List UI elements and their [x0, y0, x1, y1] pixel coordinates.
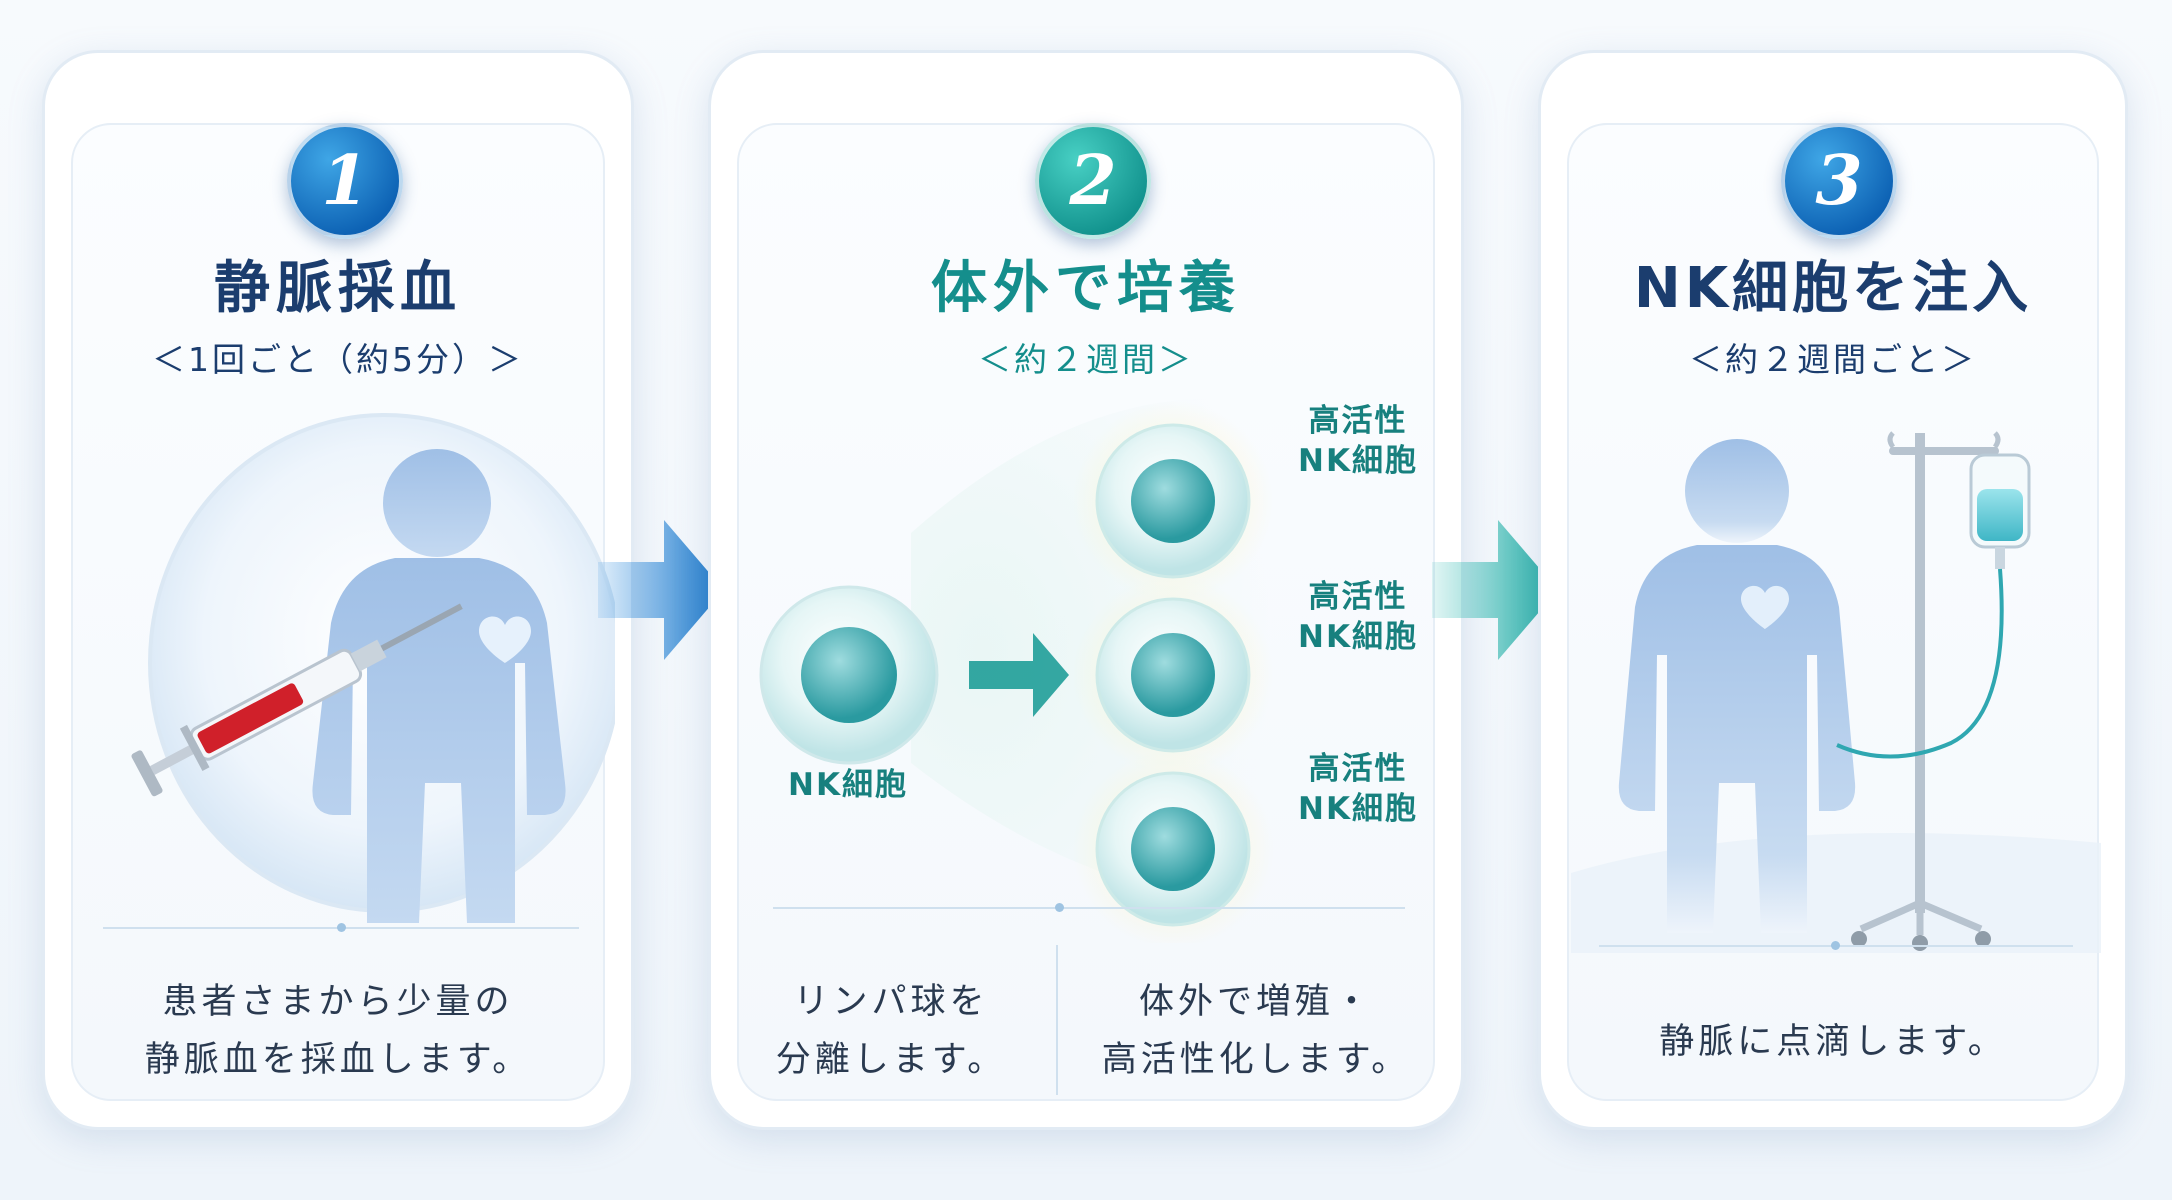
- heart-icon: [1741, 585, 1789, 629]
- step-1-description: 患者さまから少量の 静脈血を採血します。: [75, 973, 601, 1089]
- nk-cell-icon: [759, 585, 939, 765]
- step-2-description-left-line-2: 分離します。: [775, 1040, 1007, 1080]
- arrow-right-icon: [598, 520, 724, 660]
- activated-cell-label-2: 高活性 NK細胞: [1273, 577, 1443, 657]
- step-1-subtitle: ＜1回ごと（約5分）＞: [152, 340, 524, 379]
- activated-nk-cell-icon: [1073, 401, 1273, 601]
- step-1-divider-dot: [337, 923, 346, 932]
- step-1-card: 1 静脈採血 ＜1回ごと（約5分）＞: [42, 50, 634, 1130]
- iv-drip-stand-icon: [1836, 431, 2031, 951]
- activated-cell-label-3-line-1: 高活性: [1308, 751, 1408, 787]
- step-2-divider: [773, 907, 1405, 909]
- activated-nk-cell-icon: [1073, 575, 1273, 775]
- person-silhouette-icon: [1618, 439, 1856, 933]
- activated-cell-label-1-line-1: 高活性: [1308, 403, 1408, 439]
- step-1-description-line-1: 患者さまから少量の: [162, 982, 514, 1022]
- activated-nk-cell-icon: [1073, 749, 1273, 943]
- step-3-card: 3 NK細胞を注入 ＜約２週間ごと＞: [1538, 50, 2128, 1130]
- heart-icon: [479, 616, 531, 663]
- step-3-number: 3: [1815, 141, 1863, 221]
- step-2-description-right: 体外で増殖・ 高活性化します。: [1071, 973, 1441, 1089]
- step-3-description: 静脈に点滴します。: [1571, 1013, 2095, 1071]
- step-1-title: 静脈採血: [214, 256, 462, 321]
- syringe-icon: [131, 603, 463, 797]
- step-3-description-line-1: 静脈に点滴します。: [1659, 1022, 2007, 1062]
- nk-cell-label: NK細胞: [788, 767, 908, 803]
- step-2-card: 2 体外で培養 ＜約２週間＞: [708, 50, 1464, 1130]
- step-3-illustration: [1571, 431, 2101, 953]
- step-3-title: NK細胞を注入: [1633, 256, 2033, 321]
- step-2-column-divider: [1056, 945, 1058, 1095]
- step-2-description-right-line-1: 体外で増殖・: [1138, 982, 1373, 1022]
- arrow-right-icon: [969, 633, 1069, 717]
- activated-cell-label-3: 高活性 NK細胞: [1273, 749, 1443, 829]
- step-2-title: 体外で培養: [931, 256, 1241, 321]
- activated-cell-label-2-line-2: NK細胞: [1298, 619, 1418, 655]
- step-1-description-line-2: 静脈血を採血します。: [144, 1040, 532, 1080]
- step-2-subtitle: ＜約２週間＞: [978, 340, 1194, 379]
- wave-background: [1571, 833, 2101, 953]
- activated-cell-label-1-line-2: NK細胞: [1298, 443, 1418, 479]
- step-2-illustration: [759, 398, 1273, 943]
- arrow-right-icon: [1432, 520, 1558, 660]
- step-2-description-left-line-1: リンパ球を: [793, 982, 989, 1022]
- step-2-divider-dot: [1055, 903, 1064, 912]
- activated-cell-label-2-line-1: 高活性: [1308, 579, 1408, 615]
- step-2-description-left: リンパ球を 分離します。: [741, 973, 1041, 1089]
- step-3-badge: 3: [1781, 123, 1897, 239]
- step-1-badge: 1: [287, 123, 403, 239]
- activated-cell-label-1: 高活性 NK細胞: [1273, 401, 1443, 481]
- step-3-subtitle: ＜約２週間ごと＞: [1689, 340, 1977, 379]
- activated-cell-label-3-line-2: NK細胞: [1298, 791, 1418, 827]
- step-2-badge: 2: [1035, 123, 1151, 239]
- step-2-number: 2: [1069, 141, 1117, 221]
- step-1-number: 1: [321, 141, 369, 221]
- step-1-illustration: [131, 413, 615, 923]
- step-3-divider-dot: [1831, 941, 1840, 950]
- step-2-description-right-line-2: 高活性化します。: [1101, 1040, 1411, 1080]
